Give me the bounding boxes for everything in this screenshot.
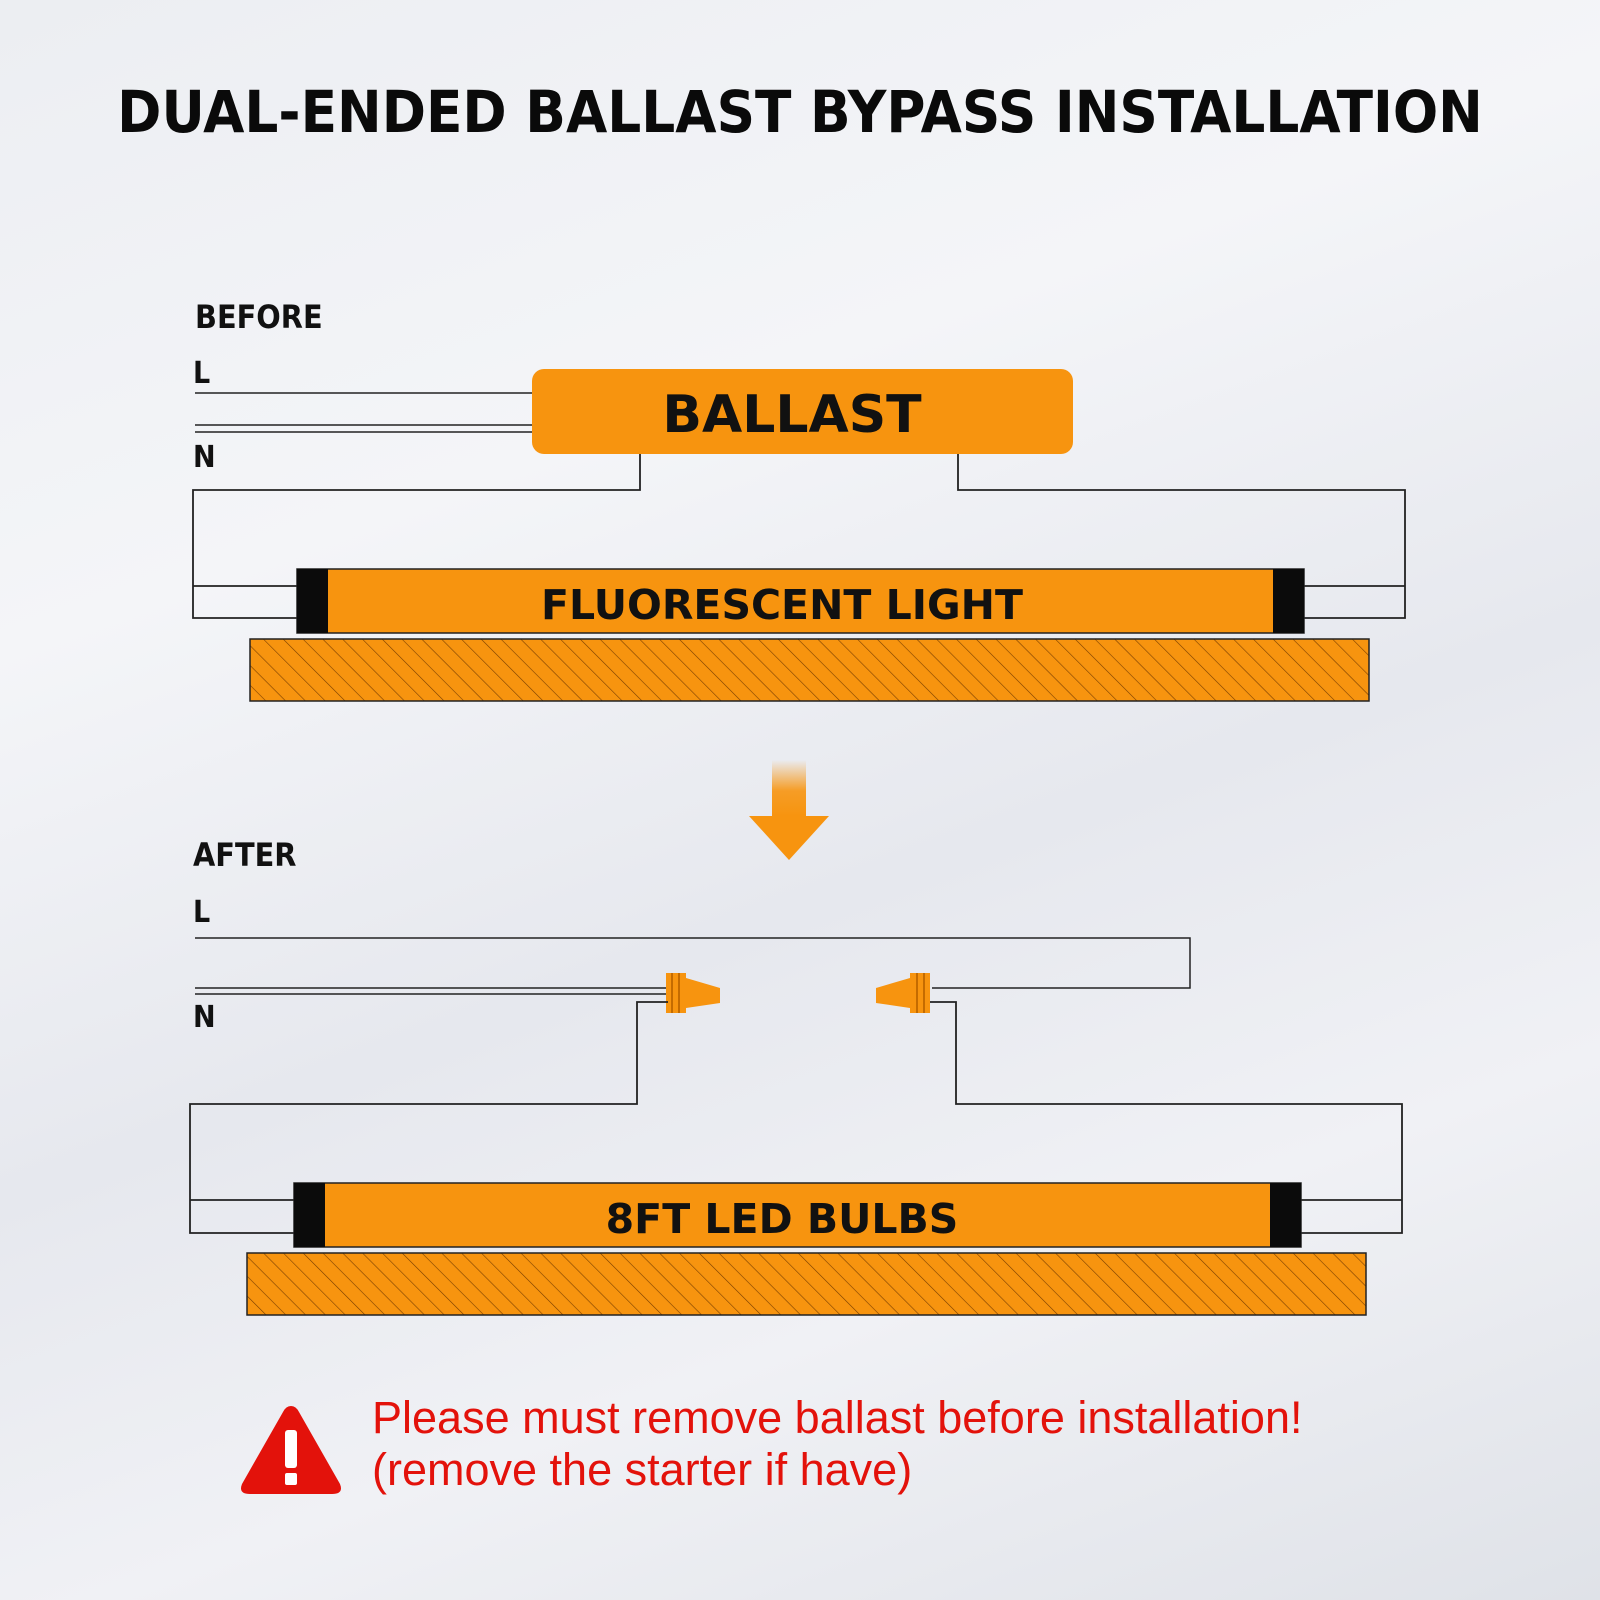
before-right-output-wire	[957, 452, 1406, 619]
ballast-label: BALLAST	[662, 385, 922, 445]
after-left-output-wire	[189, 1001, 668, 1234]
right-wire-nut-icon	[876, 973, 930, 1013]
after-live-wire	[195, 937, 1191, 989]
led-tube-label: 8FT LED BULBS	[606, 1195, 959, 1243]
before-left-output-wire	[192, 452, 641, 619]
after-section-label: AFTER	[193, 836, 297, 874]
after-right-end-cap	[1270, 1183, 1301, 1247]
led-tube	[293, 1182, 1302, 1248]
fluorescent-tube	[296, 568, 1305, 634]
page-title: DUAL-ENDED BALLAST BYPASS INSTALLATION	[117, 78, 1483, 146]
ballast-box	[532, 369, 1073, 454]
warning-line-2: (remove the starter if have)	[372, 1444, 913, 1495]
after-neutral-label: N	[193, 1000, 216, 1035]
fluorescent-tube-label: FLUORESCENT LIGHT	[541, 581, 1023, 629]
warning-triangle-icon	[241, 1406, 341, 1494]
before-live-label: L	[193, 356, 211, 391]
after-live-label: L	[193, 895, 211, 930]
left-wire-nut-icon	[666, 973, 720, 1013]
after-left-end-cap	[294, 1183, 325, 1247]
before-diagram: BALLAST FLUORESCENT LIGHT	[192, 369, 1406, 702]
before-section-label: BEFORE	[195, 298, 323, 336]
after-diagram: 8FT LED BULBS	[189, 937, 1403, 1316]
warning-line-1: Please must remove ballast before instal…	[372, 1392, 1303, 1443]
after-fixture-base	[246, 1252, 1367, 1316]
before-right-end-cap	[1273, 569, 1304, 633]
after-right-output-wire	[930, 1001, 1403, 1234]
warning-message: Please must remove ballast before instal…	[372, 1392, 1302, 1496]
before-neutral-label: N	[193, 440, 216, 475]
before-fixture-base	[249, 638, 1370, 702]
before-left-end-cap	[297, 569, 328, 633]
down-arrow-icon	[749, 760, 829, 860]
